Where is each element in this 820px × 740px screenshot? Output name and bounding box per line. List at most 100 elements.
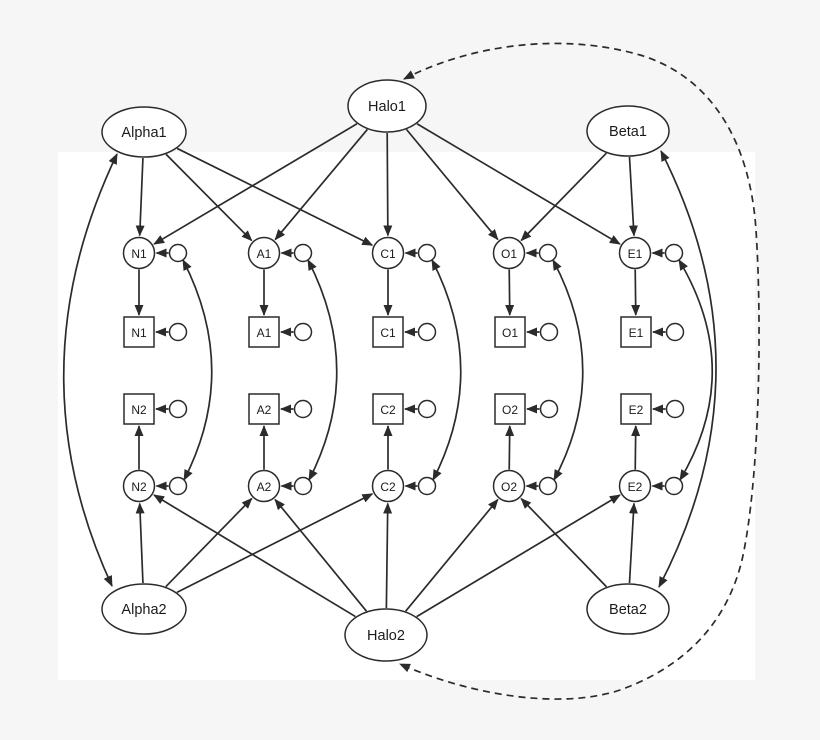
factor-circle-o2c — [492, 469, 526, 503]
loading-beta2-o2c — [520, 497, 608, 588]
error-corr-e — [678, 259, 714, 481]
indicator-square-e2s-label: E2 — [629, 403, 644, 417]
latent-alpha2-label: Alpha2 — [121, 602, 166, 618]
factor-circle-n2c-label: N2 — [131, 480, 147, 494]
error-term-c2c — [417, 476, 437, 496]
error-term-o2s — [539, 399, 559, 419]
loading-alpha2-a2c — [165, 497, 253, 588]
indicator-square-e2s — [620, 393, 652, 425]
latent-alpha1-label: Alpha1 — [121, 125, 166, 141]
factor-circle-o2c-label: O2 — [501, 480, 517, 494]
factor-circle-n1c-label: N1 — [131, 247, 147, 261]
error-term-a1c — [293, 243, 313, 263]
error-term-o1s — [539, 322, 559, 342]
loading-halo2-e2c — [416, 494, 621, 618]
loading-halo2-n2c — [153, 494, 356, 618]
factor-circle-c1c-label: C1 — [380, 247, 396, 261]
loading-alpha2-n2c — [135, 502, 145, 584]
indicator-square-a2s — [248, 393, 280, 425]
latent-beta1-label: Beta1 — [609, 124, 647, 140]
factor-circle-a2c — [247, 469, 281, 503]
factor-circle-n2c — [122, 469, 156, 503]
error-term-n1c — [168, 243, 188, 263]
loading-beta2-e2c — [628, 502, 638, 584]
error-term-a1s — [293, 322, 313, 342]
loading-beta1-e1c — [628, 156, 638, 237]
latent-beta1 — [586, 105, 670, 157]
loading-halo2-c2c — [383, 502, 393, 609]
loading-alpha1-c1c — [176, 147, 374, 246]
factor-circle-e2c-label: E2 — [628, 480, 643, 494]
indicator-square-o1s — [494, 316, 526, 348]
latent-beta2-label: Beta2 — [609, 602, 647, 618]
latent-beta2 — [586, 583, 670, 635]
error-term-c1s — [417, 322, 437, 342]
factor-circle-e2c — [618, 469, 652, 503]
factor-circle-a1c — [247, 236, 281, 270]
factor-circle-c1c — [371, 236, 405, 270]
latent-alpha2 — [101, 583, 187, 635]
latent-alpha1 — [101, 106, 187, 158]
error-term-e2c — [664, 476, 684, 496]
indicator-square-a1s-label: A1 — [257, 326, 272, 340]
latent-halo2 — [344, 608, 428, 662]
indicator-square-a2s-label: A2 — [257, 403, 272, 417]
measurement-o1c-o1s — [505, 269, 515, 317]
error-term-a2c — [293, 476, 313, 496]
factor-circle-e1c-label: E1 — [628, 247, 643, 261]
loading-alpha1-n1c — [135, 157, 145, 237]
indicator-square-e1s-label: E1 — [629, 326, 644, 340]
indicator-square-o2s — [494, 393, 526, 425]
factor-circle-n1c — [122, 236, 156, 270]
indicator-square-o2s-label: O2 — [502, 403, 518, 417]
edges-layer — [62, 42, 760, 700]
factor-circle-a1c-label: A1 — [257, 247, 272, 261]
factor-circle-c2c-label: C2 — [380, 480, 396, 494]
factor-circle-e1c — [618, 236, 652, 270]
factor-circle-o1c — [492, 236, 526, 270]
loading-halo1-n1c — [153, 123, 358, 245]
beta1-beta2-correlation — [658, 150, 717, 588]
error-term-e2s — [665, 399, 685, 419]
latent-halo1 — [347, 79, 427, 133]
measurement-o2c-o2s — [505, 424, 515, 470]
indicator-square-e1s — [620, 316, 652, 348]
indicator-square-a1s — [248, 316, 280, 348]
error-term-o1c — [538, 243, 558, 263]
factor-circle-a2c-label: A2 — [257, 480, 272, 494]
measurement-e1c-e1s — [631, 269, 641, 317]
error-term-n2c — [168, 476, 188, 496]
indicator-square-n1s-label: N1 — [131, 326, 147, 340]
error-term-e1s — [665, 322, 685, 342]
error-term-n1s — [168, 322, 188, 342]
halo1-halo2-correlation — [399, 42, 760, 700]
indicator-square-c1s — [372, 316, 404, 348]
indicator-square-n2s — [123, 393, 155, 425]
measurement-e2c-e2s — [631, 424, 641, 470]
loading-halo1-a1c — [274, 128, 369, 241]
indicator-square-n1s — [123, 316, 155, 348]
latent-halo1-label: Halo1 — [368, 99, 406, 115]
error-term-e1c — [664, 243, 684, 263]
loading-alpha1-a1c — [165, 153, 253, 242]
error-corr-c — [431, 259, 462, 481]
latent-halo2-label: Halo2 — [367, 628, 405, 644]
loading-alpha2-c2c — [176, 493, 374, 594]
factor-circle-c2c — [371, 469, 405, 503]
loading-halo1-c1c — [383, 132, 393, 237]
error-term-c2s — [417, 399, 437, 419]
error-term-n2s — [168, 399, 188, 419]
error-term-c1c — [417, 243, 437, 263]
error-term-o2c — [538, 476, 558, 496]
loading-halo2-a2c — [274, 498, 368, 612]
indicator-square-c1s-label: C1 — [380, 326, 396, 340]
error-corr-a — [307, 259, 338, 481]
indicator-square-c2s — [372, 393, 404, 425]
loading-halo1-e1c — [416, 123, 621, 245]
error-corr-n — [182, 259, 213, 481]
loading-halo2-o2c — [404, 498, 499, 612]
error-corr-o — [552, 259, 584, 481]
factor-circle-o1c-label: O1 — [501, 247, 517, 261]
loading-halo1-o1c — [405, 128, 499, 241]
